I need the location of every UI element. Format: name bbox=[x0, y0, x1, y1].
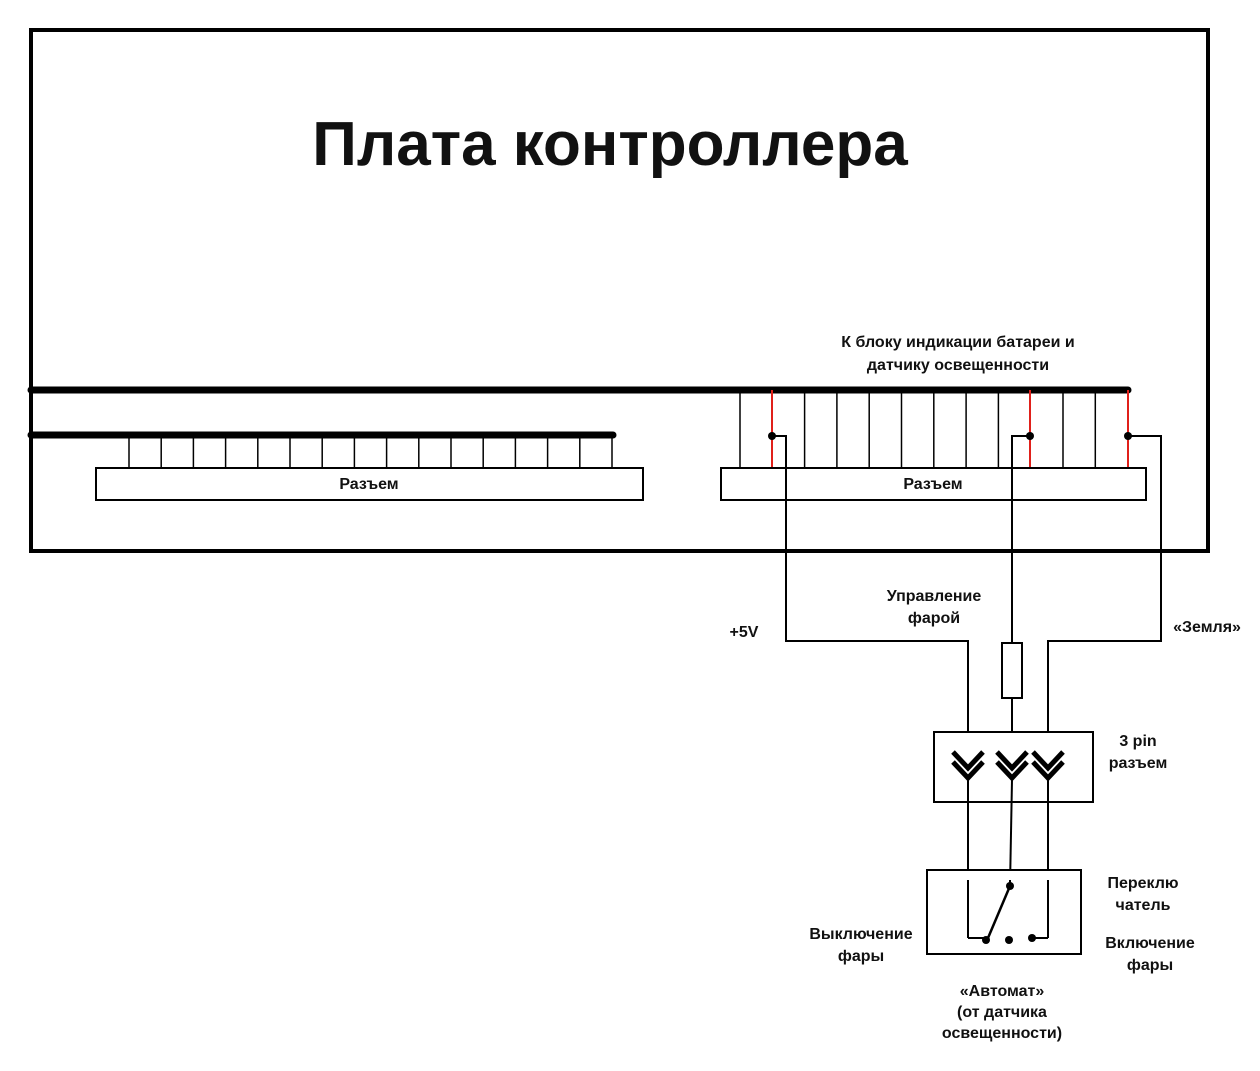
pin3-label-line2: разъем bbox=[1109, 755, 1168, 772]
off-label-line2: фары bbox=[838, 948, 884, 965]
right-connector-pins bbox=[739, 390, 1129, 468]
board-title: Плата контроллера bbox=[312, 110, 908, 179]
resistor bbox=[1001, 642, 1023, 699]
left-connector bbox=[95, 467, 644, 501]
on-label-line1: Включение bbox=[1105, 935, 1195, 952]
wire-plus5v bbox=[772, 435, 969, 745]
switch-pivot bbox=[1006, 882, 1014, 890]
auto-label-line1: «Автомат» bbox=[960, 983, 1045, 1000]
switch-label-line1: Переклю bbox=[1107, 875, 1178, 892]
pin3-contact-chevron bbox=[1031, 760, 1065, 782]
plus5v-label: +5V bbox=[730, 624, 759, 641]
control-label-line2: фарой bbox=[908, 610, 960, 627]
wire-ground bbox=[1047, 435, 1162, 748]
switch-contact-auto bbox=[1005, 936, 1013, 944]
pin3-contacts bbox=[951, 750, 1065, 782]
wire-common bbox=[1009, 779, 1013, 887]
pin3-contact-chevron bbox=[995, 760, 1029, 782]
left-connector-pins bbox=[128, 435, 613, 468]
pin3-contact-chevron bbox=[951, 750, 985, 772]
pin3-label-line1: 3 pin bbox=[1119, 733, 1156, 750]
controller-board bbox=[29, 28, 1210, 553]
right-connector-label: Разъем bbox=[903, 476, 962, 493]
switch-label-line2: чатель bbox=[1116, 897, 1171, 914]
pin3-contact-chevron bbox=[995, 750, 1029, 772]
auto-label-line2: (от датчика bbox=[957, 1004, 1047, 1021]
bus-label-line1: К блоку индикации батареи и bbox=[841, 334, 1074, 351]
switch-box bbox=[926, 869, 1082, 955]
bus-label-line2: датчику освещенности bbox=[867, 357, 1049, 374]
on-label-line2: фары bbox=[1127, 957, 1173, 974]
ground-label: «Земля» bbox=[1173, 619, 1241, 636]
off-label-line1: Выключение bbox=[809, 926, 912, 943]
pin3-contact-chevron bbox=[1031, 750, 1065, 772]
auto-label-line3: освещенности) bbox=[942, 1025, 1062, 1042]
switch-lever bbox=[986, 885, 1012, 939]
switch-contact-off bbox=[982, 936, 990, 944]
wire-control-top bbox=[1011, 435, 1030, 643]
right-connector bbox=[720, 467, 1147, 501]
pin3-contact-chevron bbox=[951, 760, 985, 782]
control-label-line1: Управление bbox=[887, 588, 982, 605]
left-connector-label: Разъем bbox=[339, 476, 398, 493]
switch-contact-on bbox=[1028, 934, 1036, 942]
